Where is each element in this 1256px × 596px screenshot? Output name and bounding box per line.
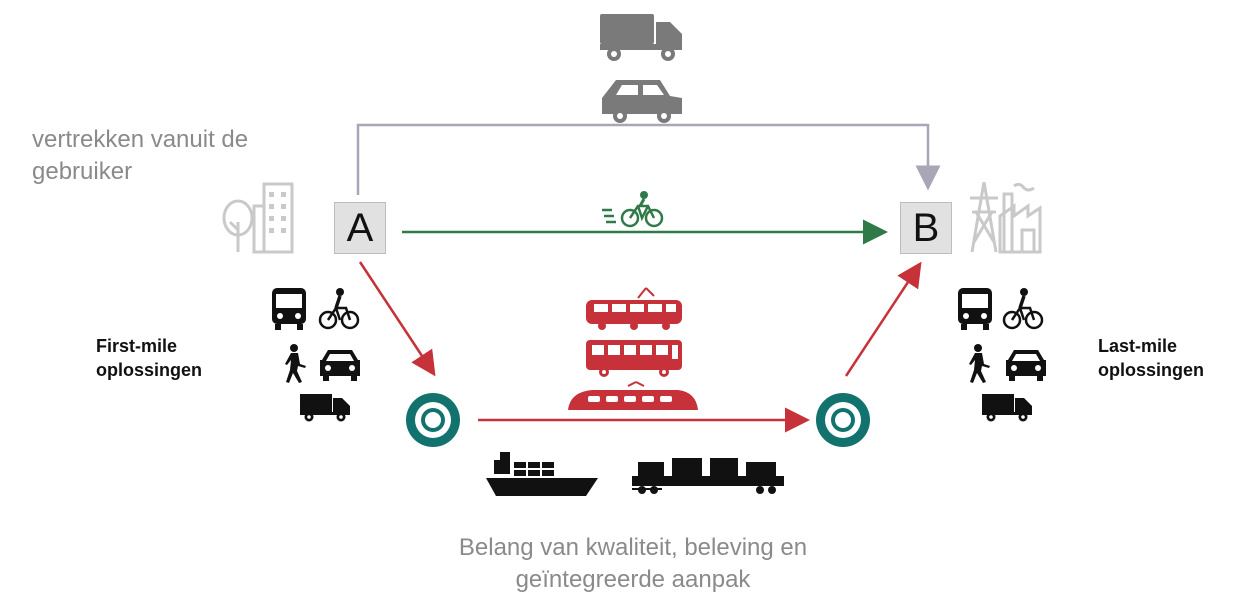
- last-mile-label: Last-mile oplossingen: [1098, 334, 1204, 382]
- power-pylon-icon: [970, 181, 998, 253]
- origin-caption: vertrekken vanuit de gebruiker: [32, 126, 249, 185]
- train-icon: [568, 381, 698, 410]
- office-building-icon: [252, 182, 294, 254]
- cyclist-icon: [1002, 288, 1044, 330]
- footer-line1: Belang van kwaliteit, beleving en: [458, 534, 808, 561]
- first-mile-line1: First-mile: [96, 336, 178, 356]
- first-mile-arrow: [358, 261, 436, 377]
- bus-icon: [586, 340, 682, 377]
- tree-icon: [222, 199, 254, 252]
- destination-node-b: B: [900, 202, 952, 254]
- origin-node-a: A: [334, 202, 386, 254]
- footer-caption: Belang van kwaliteit, beleving en geïnte…: [333, 532, 933, 596]
- truck-icon: [600, 14, 682, 61]
- last-mile-arrow: [844, 261, 922, 377]
- bicycle-icon: [602, 191, 664, 228]
- car-icon: [602, 80, 682, 123]
- bus-icon: [272, 288, 306, 330]
- pedestrian-icon: [969, 344, 990, 383]
- truck-icon: [300, 394, 350, 422]
- freight-train-icon: [632, 458, 784, 494]
- last-mile-line2: oplossingen: [1098, 360, 1205, 380]
- first-mile-label: First-mile oplossingen: [96, 334, 202, 382]
- car-icon: [320, 350, 360, 381]
- road-route-line: [356, 123, 941, 195]
- factory-icon: [998, 182, 1042, 254]
- first-mile-line2: oplossingen: [96, 360, 203, 380]
- hub-icon: [816, 393, 870, 447]
- ship-icon: [486, 452, 598, 496]
- tram-icon: [586, 287, 682, 330]
- cyclist-icon: [318, 288, 360, 330]
- pedestrian-icon: [285, 344, 306, 383]
- car-icon: [1006, 350, 1046, 381]
- truck-icon: [982, 394, 1032, 422]
- hub-icon: [406, 393, 460, 447]
- bus-icon: [958, 288, 992, 330]
- last-mile-line1: Last-mile: [1098, 336, 1178, 356]
- footer-line2: geïntegreerde aanpak: [515, 566, 751, 593]
